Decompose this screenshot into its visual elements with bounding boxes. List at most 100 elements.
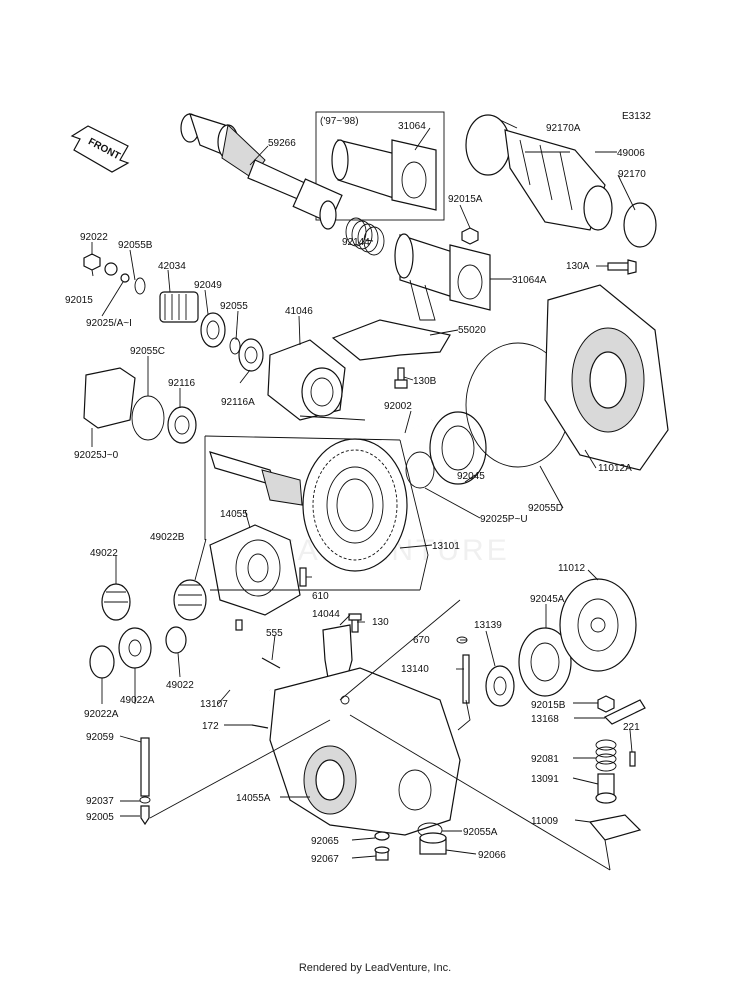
pipe-92059 (140, 737, 150, 797)
cover-11012 (559, 578, 637, 672)
label-13107: 13107 (200, 699, 228, 710)
label-13139: 13139 (474, 620, 502, 631)
diff-case-14055 (209, 524, 301, 616)
boot-49006 (465, 114, 657, 248)
label-13101: 13101 (432, 541, 460, 552)
gear-49022b (173, 579, 207, 621)
label-92055c: 92055C (130, 346, 165, 357)
label-31064: 31064 (398, 121, 426, 132)
fitting-92005 (140, 805, 150, 826)
gasket-11009 (588, 814, 642, 841)
washer-92065 (374, 831, 390, 841)
plug-92067 (374, 846, 390, 861)
plate-55020 (331, 319, 451, 361)
label-92055: 92055 (220, 301, 248, 312)
label-49006: 49006 (617, 148, 645, 159)
label-130b: 130B (413, 376, 437, 387)
label-92067: 92067 (311, 854, 339, 865)
bearing-92045 (429, 411, 487, 485)
drive-shaft-joint (180, 113, 343, 230)
label-92144: 92144 (342, 237, 370, 248)
label-92002: 92002 (384, 401, 412, 412)
bolt-172 (251, 724, 269, 729)
label-92066: 92066 (478, 850, 506, 861)
label-92055d: 92055D (528, 503, 563, 514)
pin-610 (299, 567, 307, 587)
year-box-label: ('97~'98) (320, 116, 359, 127)
pin-610b (235, 619, 243, 631)
label-49022: 49022 (90, 548, 118, 559)
housing-14055a (269, 667, 461, 836)
gear-49022a (118, 627, 152, 669)
part-13139 (485, 665, 515, 707)
label-92170: 92170 (618, 169, 646, 180)
label-92015a: 92015A (448, 194, 483, 205)
label-92025p-u: 92025P~U (480, 514, 528, 525)
part-13091 (595, 773, 617, 804)
label-130: 130 (372, 617, 389, 628)
label-92015b: 92015B (531, 700, 566, 711)
pinion-gear (209, 451, 303, 506)
label-92025j-0: 92025J~0 (74, 450, 119, 461)
label-14055a: 14055A (236, 793, 271, 804)
label-42034: 42034 (158, 261, 186, 272)
label-92049: 92049 (194, 280, 222, 291)
label-59266: 59266 (268, 138, 296, 149)
shift-shaft-13140 (457, 654, 471, 731)
label-92045: 92045 (457, 471, 485, 482)
screw-221 (629, 751, 636, 767)
label-172: 172 (202, 721, 219, 732)
footer-credit: Rendered by LeadVenture, Inc. (298, 962, 452, 974)
label-92015: 92015 (65, 295, 93, 306)
label-14055: 14055 (220, 509, 248, 520)
nut-92015b (597, 695, 615, 713)
label-13168: 13168 (531, 714, 559, 725)
pin-555 (261, 657, 281, 669)
label-670: 670 (413, 635, 430, 646)
label-92170a: 92170A (546, 123, 581, 134)
spring-92081 (595, 739, 617, 772)
label-13140: 13140 (401, 664, 429, 675)
plate-92025j (83, 367, 136, 429)
label-14044: 14044 (312, 609, 340, 620)
label-49022b: 49022B (150, 532, 185, 543)
oring-92025 (120, 273, 130, 283)
label-92037: 92037 (86, 796, 114, 807)
label-92116a: 92116A (221, 397, 255, 408)
label-92022a: 92022A (84, 709, 119, 720)
label-221: 221 (623, 722, 640, 733)
label-41046: 41046 (285, 306, 313, 317)
label-92005: 92005 (86, 812, 114, 823)
spring-92144 (345, 217, 385, 256)
bolt-130a (607, 259, 637, 275)
bearing-92116a (238, 338, 264, 372)
bolt-130b (394, 367, 408, 389)
ring-gear-13101 (302, 438, 408, 572)
pinion-shaft-42034 (159, 291, 199, 323)
label-55020: 55020 (458, 325, 486, 336)
oring-92055 (229, 337, 241, 355)
washer-49022-lower (165, 626, 187, 654)
part-31064 (331, 139, 437, 211)
label-92055b: 92055B (118, 240, 153, 251)
lever-13168 (603, 699, 646, 725)
label-555: 555 (266, 628, 283, 639)
label-11012a: 11012A (598, 463, 632, 474)
oring-92055c (131, 395, 165, 441)
oring-92055b (134, 277, 146, 295)
label-92116: 92116 (168, 378, 196, 389)
bearing-92045a (518, 627, 572, 697)
part-31064a (394, 233, 491, 321)
washer-92022a (89, 645, 115, 679)
label-92055a: 92055A (463, 827, 498, 838)
front-arrow-icon: FRONT (70, 125, 130, 173)
leader-lines (91, 119, 636, 871)
bearing-92049 (200, 312, 226, 348)
label-130a: 130A (566, 261, 590, 272)
diagram-code: E3132 (622, 111, 651, 122)
holder-41046 (267, 339, 346, 421)
plug-92066 (419, 832, 447, 855)
bolt-130 (348, 613, 362, 633)
label-11009: 11009 (531, 816, 559, 827)
